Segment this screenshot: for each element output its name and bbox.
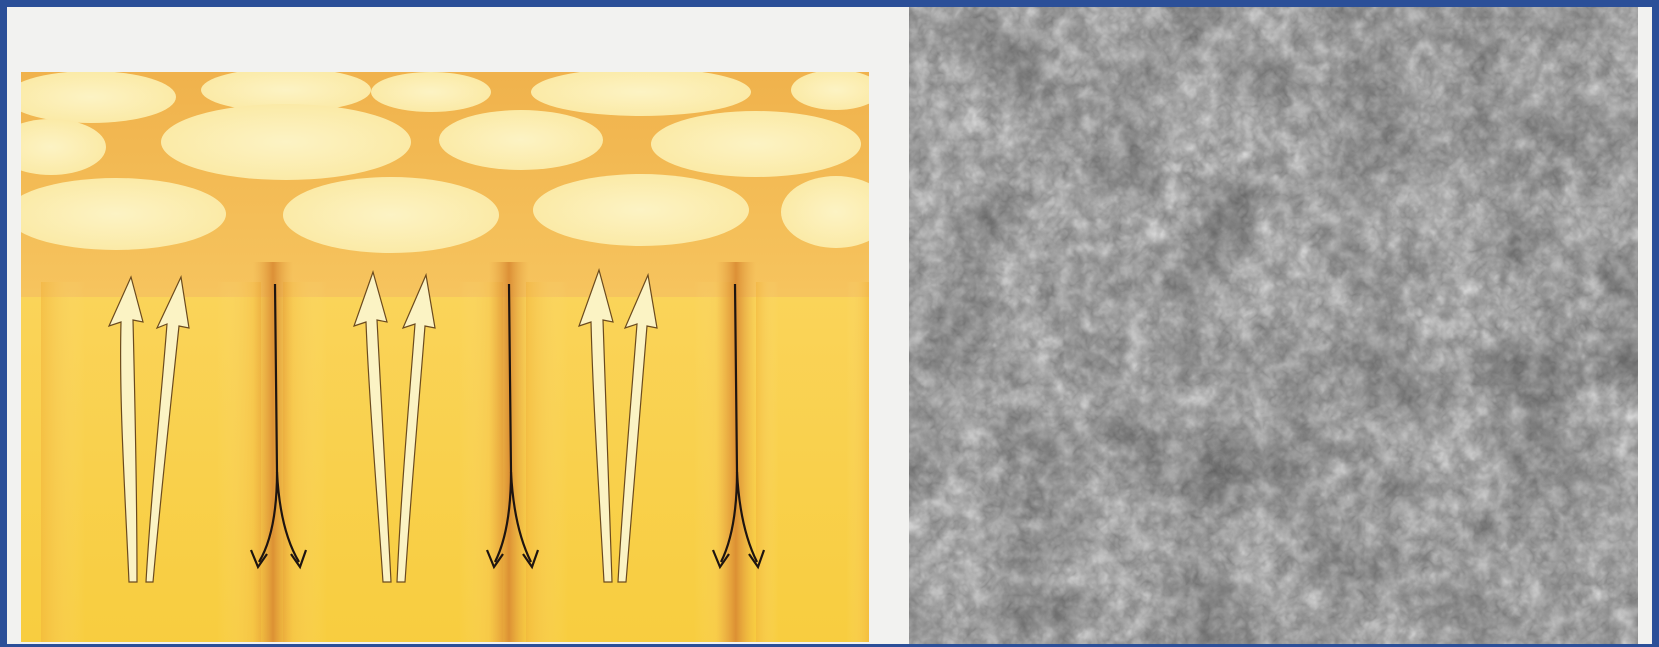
convection-diagram-svg [21,72,869,642]
cell-column-4 [756,282,869,642]
cell-column-2 [283,282,503,642]
convection-diagram [21,72,869,642]
granule [439,110,603,170]
granulation-photo [909,7,1638,644]
granule [161,104,411,180]
cell-column-1 [41,282,261,642]
downflow-lane-1 [253,262,293,642]
granule [371,72,491,112]
granule [283,177,499,253]
granule [533,174,749,246]
granulation-photo-svg [909,7,1638,644]
granule [651,111,861,177]
photo-dark-regions [909,7,1638,644]
